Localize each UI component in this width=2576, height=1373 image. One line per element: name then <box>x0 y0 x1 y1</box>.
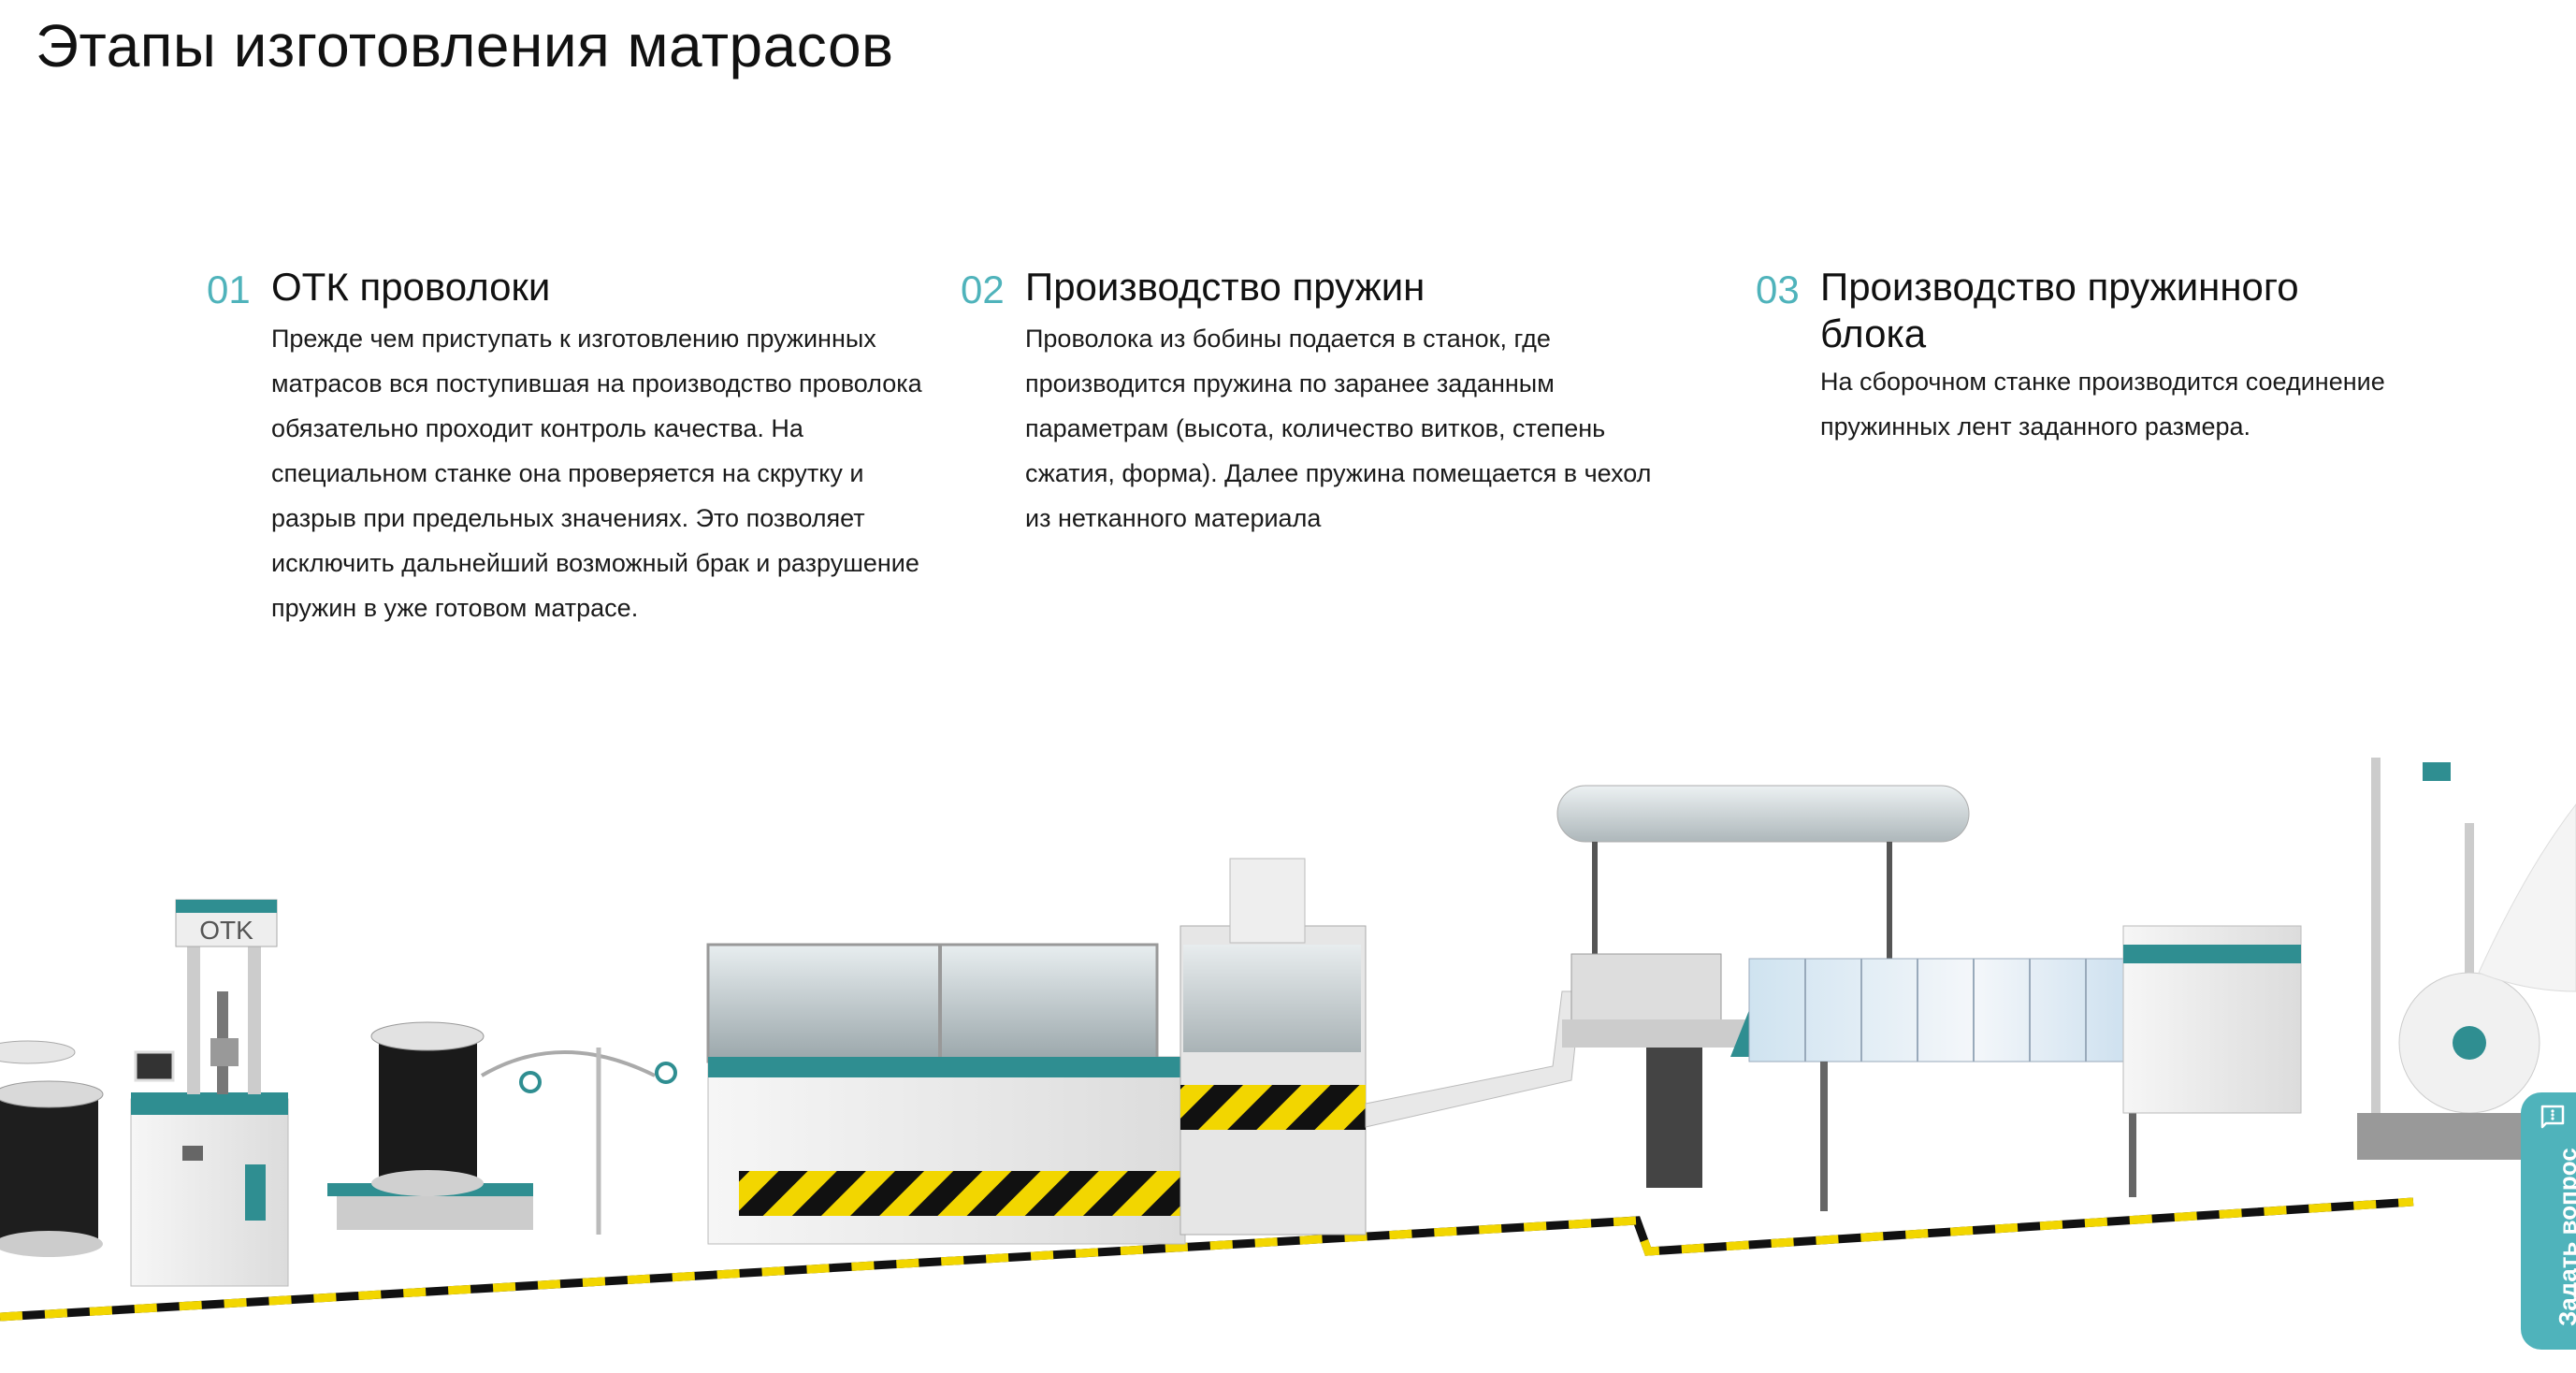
production-line-illustration: OTK <box>0 758 2576 1322</box>
floor-marking <box>0 1197 2414 1322</box>
conveyor <box>1365 990 1582 1128</box>
spool-table <box>327 1021 677 1235</box>
step-number: 01 <box>207 267 251 311</box>
otk-label: OTK <box>199 916 253 945</box>
step-number: 02 <box>961 267 1005 311</box>
chat-bubble-icon <box>2540 1105 2565 1129</box>
step-number: 03 <box>1756 267 1800 311</box>
step-text: Прежде чем приступать к изготовлению пру… <box>271 325 922 622</box>
step-title: Производство пружинного блока <box>1820 265 2299 355</box>
otk-machine: OTK <box>130 899 289 1287</box>
step-text: Проволока из бобины подается в станок, г… <box>1025 325 1652 532</box>
step-text: На сборочном станке производится соедине… <box>1820 368 2385 441</box>
spring-coiling-machine <box>706 858 1367 1245</box>
ask-question-button[interactable]: Задать вопрос <box>2521 1092 2576 1350</box>
assembly-machine <box>1556 785 2302 1211</box>
step-title: ОТК проволоки <box>271 265 551 309</box>
wire-spools <box>0 1040 104 1257</box>
ask-question-label: Задать вопрос <box>2554 1148 2576 1326</box>
roll-machine <box>2357 758 2576 1160</box>
step-title: Производство пружин <box>1025 265 1425 309</box>
page-title: Этапы изготовления матрасов <box>36 12 894 79</box>
